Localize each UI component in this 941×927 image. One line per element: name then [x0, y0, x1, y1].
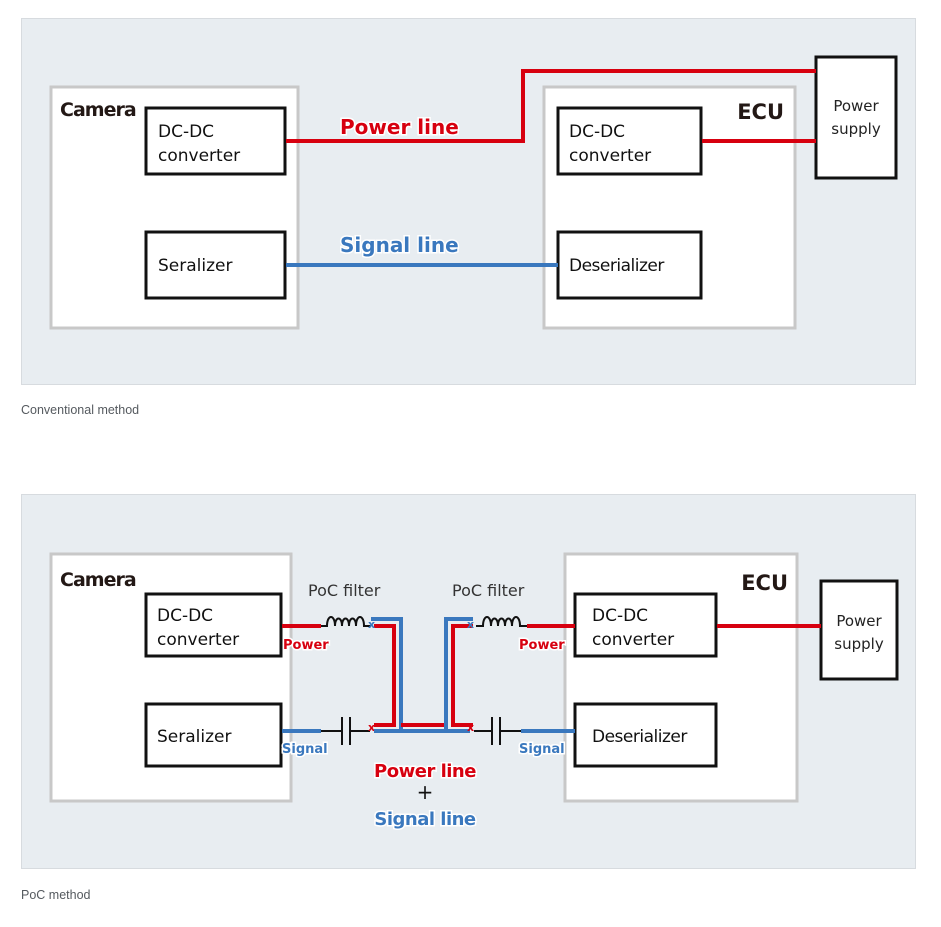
combined-power-line-label: Power line	[374, 761, 476, 782]
left-signal-branch	[371, 617, 403, 731]
power-supply-line1: Power	[836, 612, 882, 630]
camera-dcdc-converter	[144, 592, 283, 658]
left-signal-label: Signal	[282, 742, 328, 757]
camera-dcdc-line2: converter	[157, 630, 239, 650]
right-cap-x-mark: x	[467, 721, 474, 734]
power-supply-line2: supply	[834, 635, 884, 653]
left-power-branch	[374, 624, 396, 727]
serializer-box	[144, 702, 283, 768]
power-line-label: Power line	[340, 115, 459, 139]
camera-dcdc-converter	[144, 106, 287, 176]
right-power-label: Power	[519, 638, 565, 653]
ecu-dcdc-line1: DC-DC	[569, 122, 625, 142]
plus-sign: +	[417, 780, 434, 804]
power-line	[286, 69, 816, 143]
left-poc-filter-inductor-icon	[321, 616, 371, 627]
left-power-label: Power	[283, 638, 329, 653]
serializer-box	[144, 230, 287, 300]
right-power-branch	[451, 624, 473, 727]
right-signal-label: Signal	[519, 742, 565, 757]
serializer-label: Seralizer	[157, 727, 231, 747]
camera-dcdc-line2: converter	[158, 146, 240, 166]
power-supply-line1: Power	[833, 97, 879, 115]
deserializer-label: Deserializer	[592, 727, 687, 747]
ecu-dcdc-line2: converter	[569, 146, 651, 166]
poc-caption: PoC method	[21, 888, 91, 902]
right-poc-filter-inductor-icon	[476, 616, 527, 627]
power-supply-box	[819, 579, 899, 681]
power-supply-box	[814, 55, 898, 180]
camera-dcdc-line1: DC-DC	[158, 122, 214, 142]
serializer-label: Seralizer	[158, 256, 232, 276]
ecu-dcdc-line2: converter	[592, 630, 674, 650]
right-poc-filter-label: PoC filter	[452, 581, 525, 600]
deserializer-label: Deserializer	[569, 256, 664, 276]
power-supply-line2: supply	[831, 120, 881, 138]
conventional-diagram-panel: Camera DC-DC converter Seralizer ECU DC-…	[21, 18, 916, 385]
ecu-dcdc-line1: DC-DC	[592, 606, 648, 626]
right-signal-branch	[444, 617, 473, 733]
camera-dcdc-line1: DC-DC	[157, 606, 213, 626]
left-cap-x-mark: x	[368, 721, 375, 734]
ecu-dcdc-converter	[556, 106, 703, 176]
left-filter-x-mark: x	[368, 618, 375, 631]
conventional-caption: Conventional method	[21, 403, 140, 417]
combined-signal-line-label: Signal line	[374, 809, 476, 830]
camera-label: Camera	[60, 569, 136, 591]
ecu-label: ECU	[737, 100, 784, 124]
camera-label: Camera	[60, 99, 136, 121]
conventional-diagram: Camera DC-DC converter Seralizer ECU DC-…	[49, 55, 898, 330]
poc-diagram-panel: Camera DC-DC converter Seralizer ECU DC-…	[21, 494, 916, 869]
right-capacitor-icon	[474, 717, 521, 745]
left-poc-filter-label: PoC filter	[308, 581, 381, 600]
poc-diagram: Camera DC-DC converter Seralizer ECU DC-…	[49, 552, 899, 832]
deserializer-box	[573, 702, 718, 768]
signal-line-label: Signal line	[340, 233, 459, 257]
right-filter-x-mark: x	[467, 618, 474, 631]
left-capacitor-icon	[321, 717, 370, 745]
ecu-label: ECU	[741, 571, 788, 595]
